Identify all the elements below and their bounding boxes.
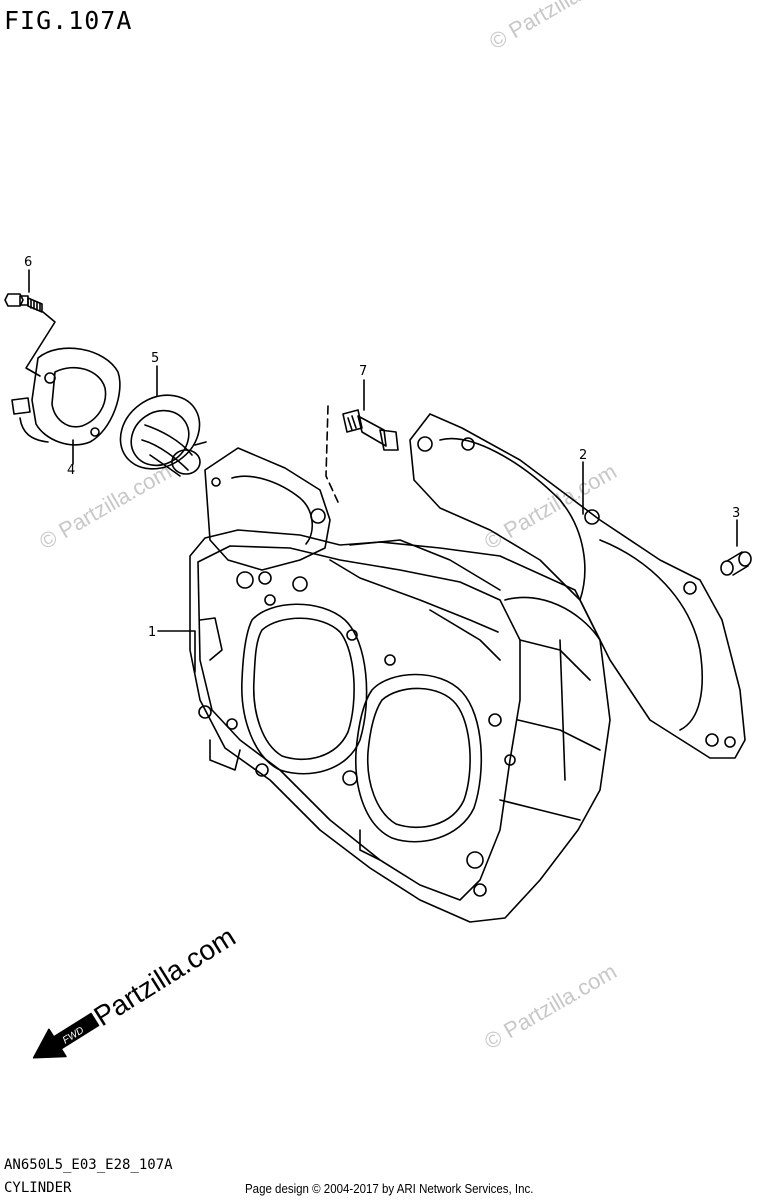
- thermostat[interactable]: [106, 380, 214, 484]
- callout-2: 2: [579, 448, 587, 463]
- figure-title: FIG.107A: [4, 6, 133, 35]
- page-credit: Page design © 2004-2017 by ARI Network S…: [245, 1182, 534, 1196]
- leader-line: [25, 311, 56, 377]
- callout-5: 5: [151, 351, 159, 366]
- callout-4: 4: [67, 463, 75, 478]
- leader-line: [157, 630, 196, 673]
- brand-text: Partzilla.com: [88, 921, 240, 1032]
- diagram-caption: CYLINDER: [4, 1180, 72, 1196]
- cylinder-gasket[interactable]: [409, 413, 746, 759]
- forward-arrow-icon: [32, 1012, 100, 1059]
- callout-3: 3: [732, 506, 740, 521]
- watermark: © Partzilla.com: [485, 0, 626, 54]
- watermark: © Partzilla.com: [35, 459, 176, 555]
- callout-1: 1: [148, 625, 156, 640]
- bolt[interactable]: [4, 293, 43, 313]
- callout-7: 7: [359, 364, 367, 379]
- forward-arrow-brand: FWD Partzilla.com: [32, 921, 241, 1059]
- cylinder-block[interactable]: [189, 447, 611, 923]
- thermostat-cover[interactable]: [11, 347, 121, 446]
- union[interactable]: [342, 409, 399, 451]
- leader-line: [325, 405, 339, 503]
- watermark: © Partzilla.com: [480, 959, 621, 1055]
- callout-6: 6: [24, 255, 32, 270]
- dowel-pin[interactable]: [720, 551, 752, 576]
- diagram-code: AN650L5_E03_E28_107A: [4, 1157, 173, 1173]
